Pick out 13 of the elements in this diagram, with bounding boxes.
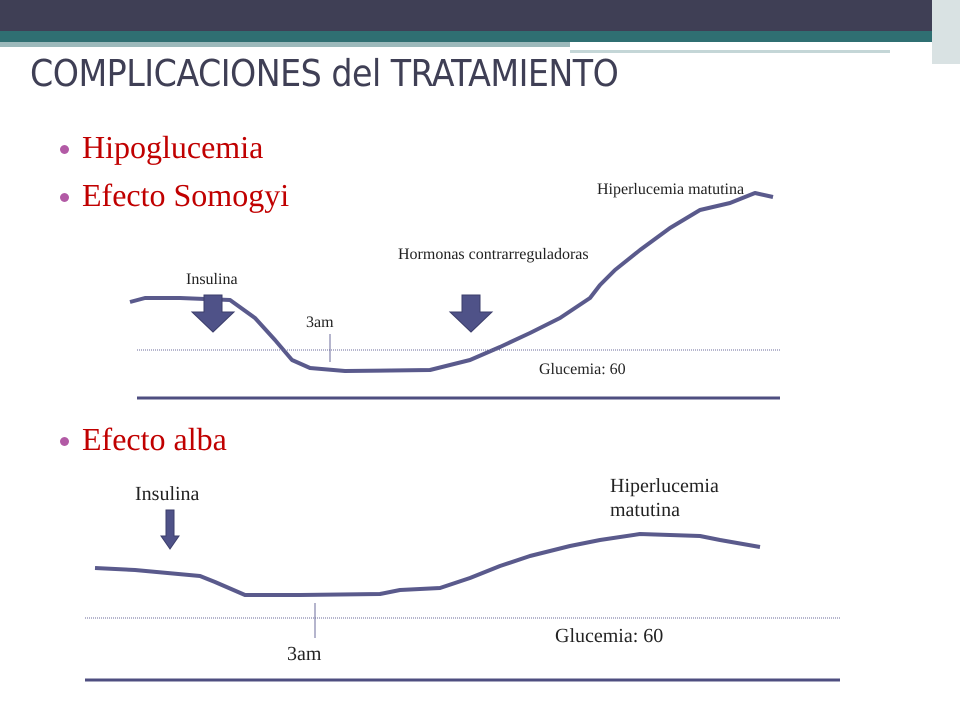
time-label: 3am: [306, 313, 334, 332]
annotation-label: Hormonas contrarreguladoras: [398, 245, 590, 264]
threshold-label: Glucemia: 60: [539, 360, 626, 380]
bullet-text: Efecto alba: [82, 420, 227, 458]
annotation-label: Hiperlucemia matutina: [610, 474, 720, 522]
bullet-text: Hipoglucemia: [82, 128, 264, 166]
time-label: 3am: [287, 642, 322, 666]
slide-title: COMPLICACIONES del TRATAMIENTO: [30, 52, 618, 96]
annotation-label: Hiperlucemia matutina: [597, 180, 746, 200]
threshold-label: Glucemia: 60: [555, 624, 664, 648]
annotation-label: Insulina: [135, 482, 200, 506]
annotation-label: Insulina: [186, 270, 238, 290]
bullet-text: Efecto Somogyi: [82, 176, 290, 214]
